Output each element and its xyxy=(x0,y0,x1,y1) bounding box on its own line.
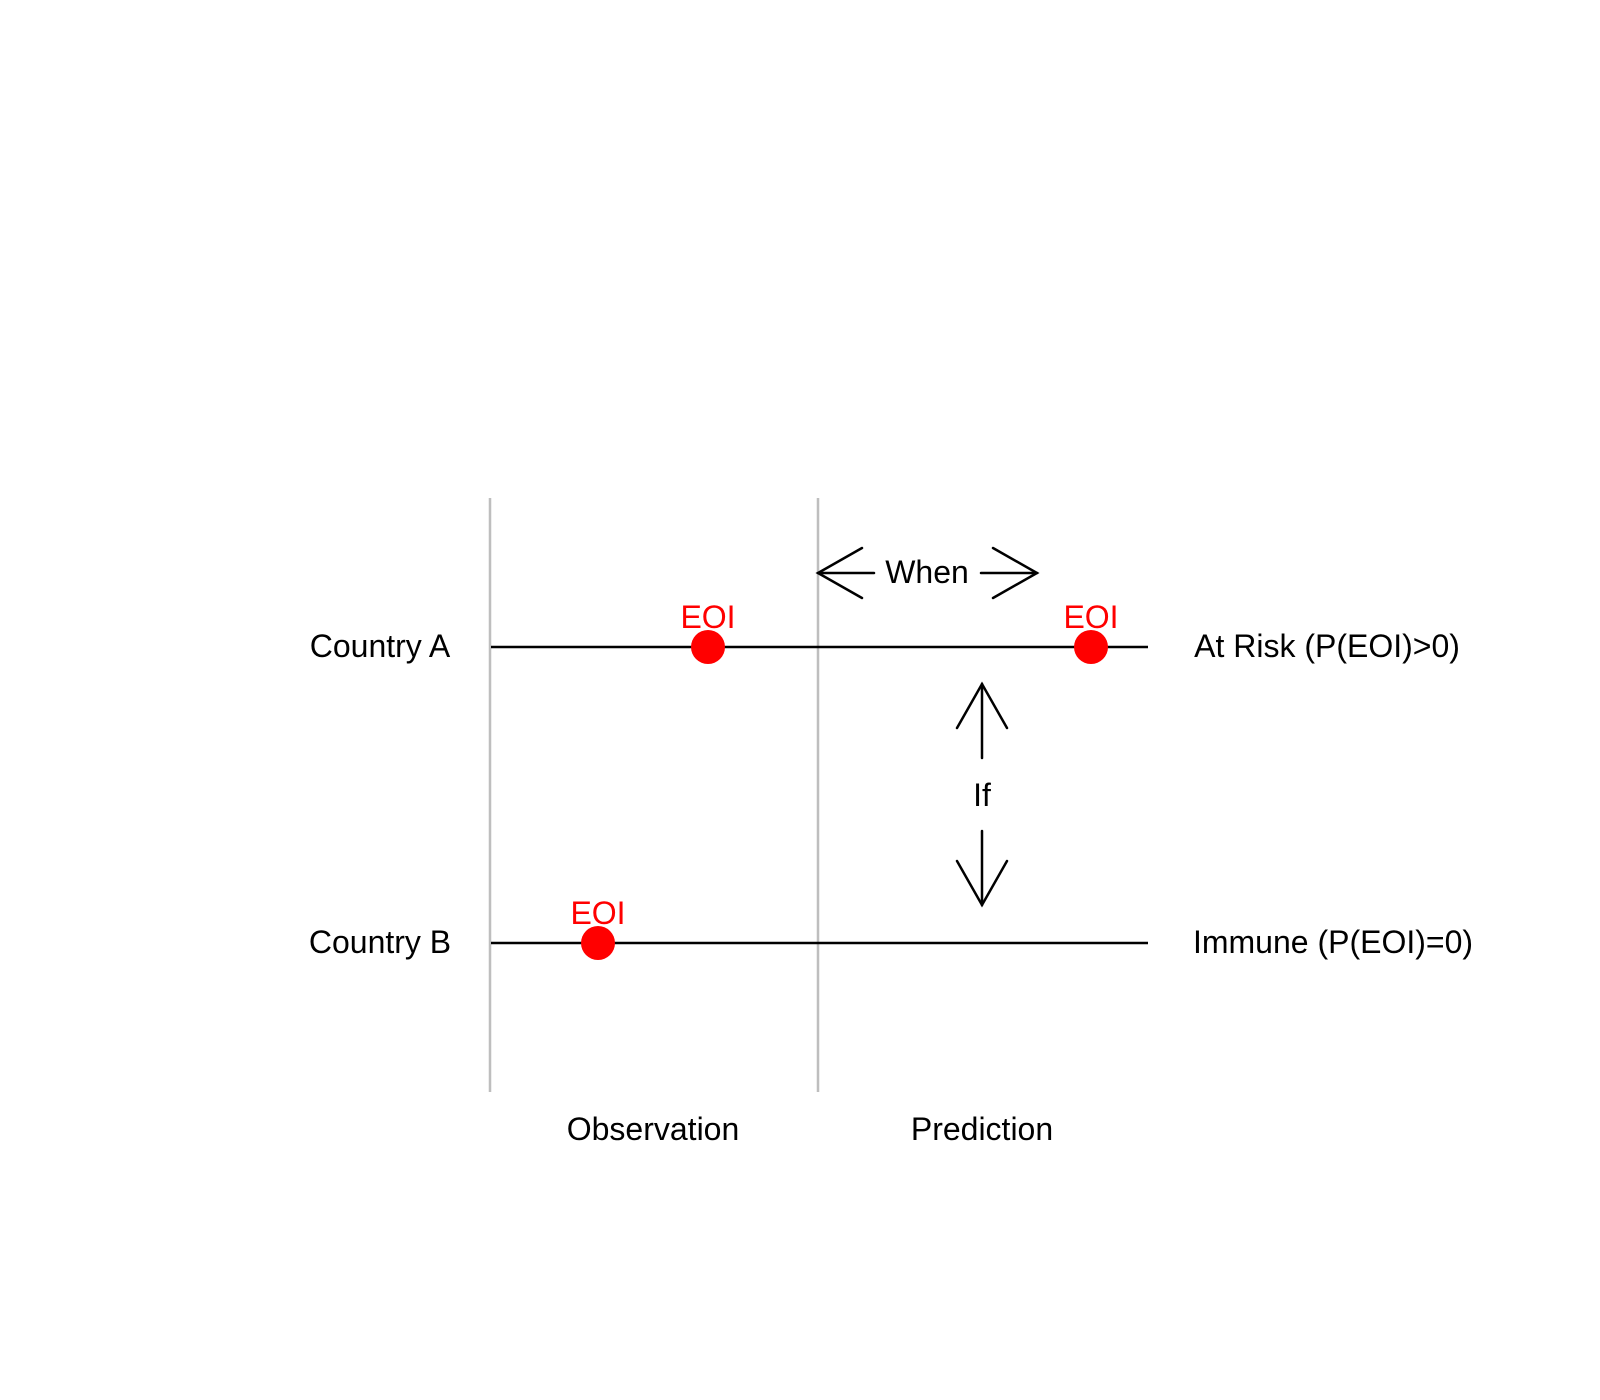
if-arrow-down-icon xyxy=(955,829,1009,908)
country-a-status: At Risk (P(EOI)>0) xyxy=(1194,628,1460,664)
when-arrow-right-icon xyxy=(979,546,1040,600)
when-label: When xyxy=(885,554,969,590)
country-b-label: Country B xyxy=(309,924,451,960)
if-label: If xyxy=(973,777,991,813)
country-a-event-predicted xyxy=(1074,630,1108,664)
prediction-phase-label: Prediction xyxy=(911,1111,1053,1147)
if-arrow-up-icon xyxy=(955,681,1009,760)
observation-phase-label: Observation xyxy=(567,1111,740,1147)
country-b-event-observed-label: EOI xyxy=(570,895,625,931)
country-a-event-observed-label: EOI xyxy=(680,599,735,635)
country-a-label: Country A xyxy=(310,628,451,664)
country-a-event-observed xyxy=(691,630,725,664)
country-b-event-observed xyxy=(581,926,615,960)
country-a-event-predicted-label: EOI xyxy=(1063,599,1118,635)
when-arrow-left-icon xyxy=(815,546,876,600)
country-b-status: Immune (P(EOI)=0) xyxy=(1193,924,1473,960)
